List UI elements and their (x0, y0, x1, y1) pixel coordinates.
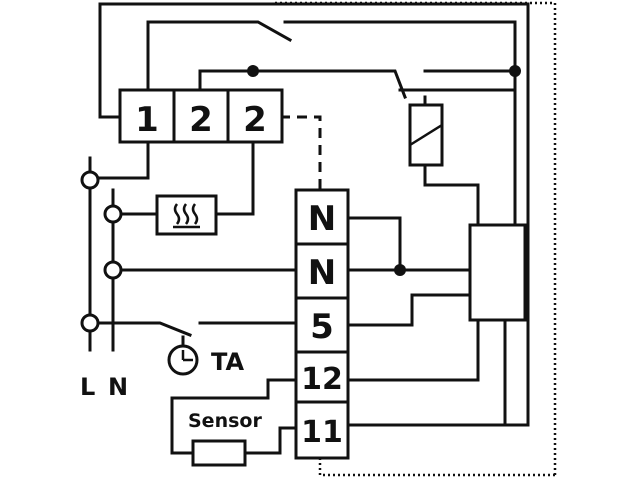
terminal-11 (294, 400, 350, 460)
l-label: L (80, 373, 95, 401)
controller-box (468, 223, 527, 322)
terminal-2a-label: 2 (189, 100, 213, 140)
junction-bus-right (509, 65, 521, 77)
rail-l-terminal-bottom (80, 313, 100, 333)
wire-12-to-controller (346, 318, 480, 382)
wire-terminal2-heater (214, 140, 255, 216)
wire-sensor-12 (170, 378, 298, 455)
wire-l-switch (96, 321, 192, 337)
sensor-resistor-icon (191, 439, 247, 467)
terminal-1-label: 1 (135, 100, 159, 140)
junction-bus-left (247, 65, 259, 77)
heater-waves (173, 203, 200, 229)
junction-n (394, 264, 406, 276)
bottom-return (318, 458, 555, 477)
terminal-12-label: 12 (301, 362, 343, 397)
wire-sensor-11 (243, 426, 298, 455)
terminal-2b (226, 88, 284, 144)
terminal-2b-label: 2 (243, 100, 267, 140)
wire-11-to-controller (346, 318, 507, 427)
clock-icon (167, 344, 199, 376)
terminal-5-label: 5 (310, 307, 334, 347)
enclosure-border (275, 1, 557, 475)
ta-label: TA (211, 348, 245, 376)
wire-terminal1-l (96, 140, 150, 180)
rail-l-terminal-top (80, 170, 100, 190)
wire-terminal2-bus (198, 69, 407, 99)
wire-relay-to-controller (423, 163, 480, 227)
rail-n-terminal-heater (103, 204, 123, 224)
wire-switch-return (283, 20, 517, 227)
wire-relay-feed (398, 69, 517, 92)
wire-dashed-link (280, 115, 322, 190)
wire-5-to-controller (346, 293, 472, 327)
wire-nn-to-controller (346, 216, 402, 272)
rail-n-terminal-mid (103, 260, 123, 280)
wire-switch (146, 20, 293, 92)
terminal-n2 (294, 242, 350, 300)
terminal-n1-label: N (308, 199, 336, 239)
terminal-12 (294, 350, 350, 404)
terminal-n2-label: N (308, 253, 336, 293)
terminal-11-label: 11 (301, 415, 343, 450)
sensor-label: Sensor (188, 410, 262, 432)
n-label: N (108, 373, 128, 401)
relay-coil-diagonal (409, 123, 443, 147)
